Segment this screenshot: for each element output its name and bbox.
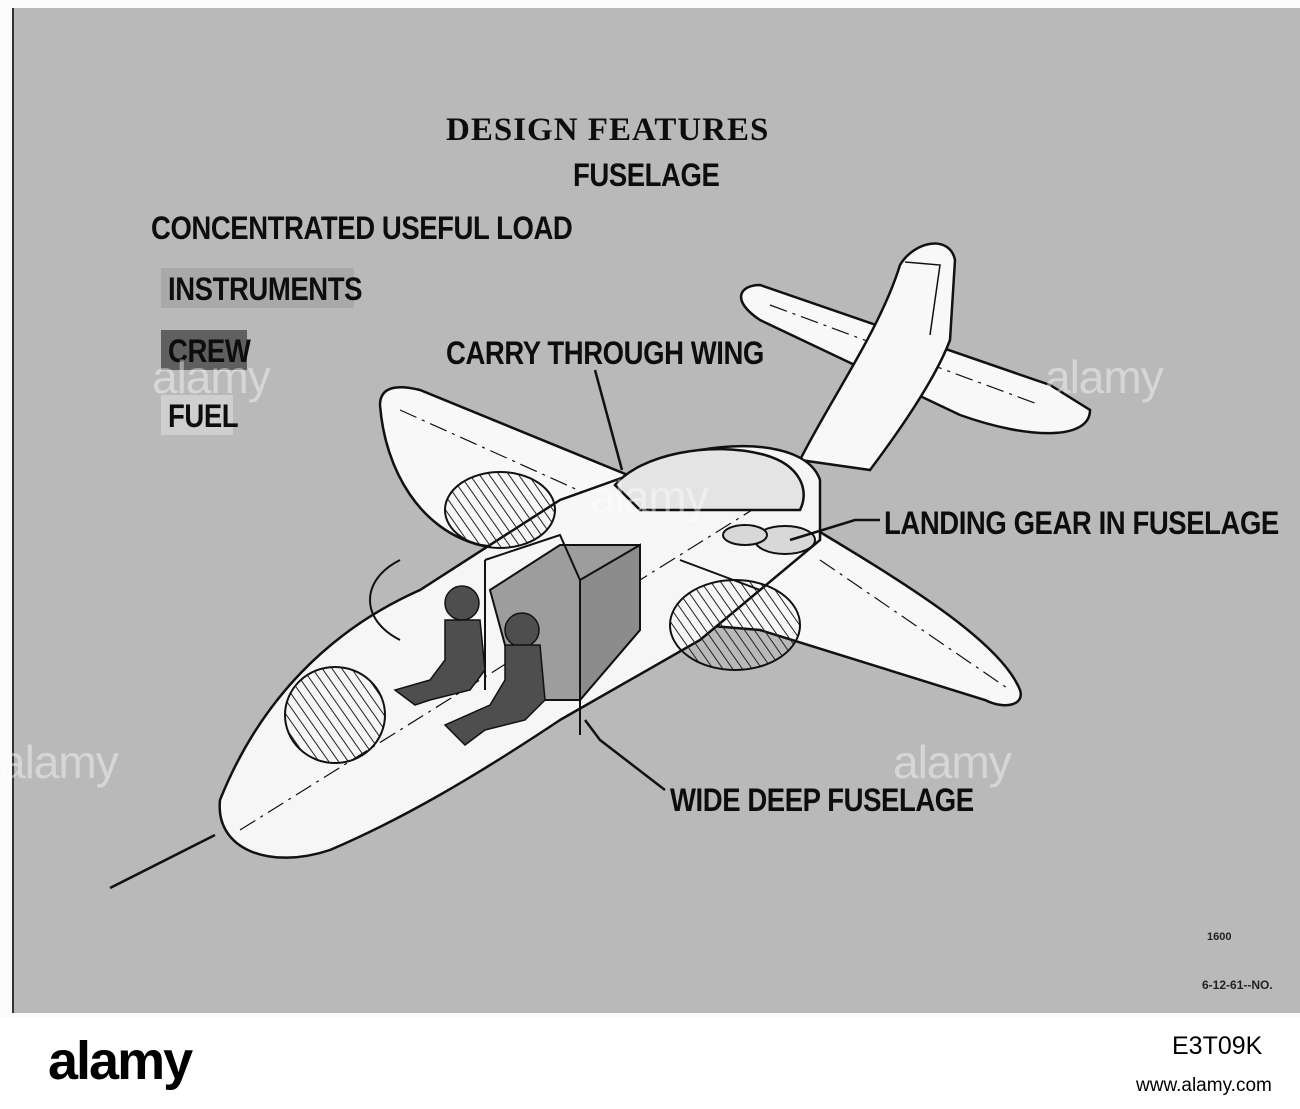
diagram-title: DESIGN FEATURES [446, 112, 770, 148]
image-id: E3T09K [1172, 1032, 1263, 1060]
watermark: alamy [152, 351, 271, 403]
crew-figure [393, 585, 546, 746]
legend-label-crew: CREW [168, 333, 251, 369]
watermark: alamy [893, 736, 1012, 788]
legend-label-instruments: INSTRUMENTS [168, 271, 363, 307]
sheet-number: 1600 [1207, 931, 1232, 943]
legend-swatch-crew [161, 330, 247, 370]
diagram-subtitle: FUSELAGE [573, 157, 720, 193]
footer-bar [0, 1018, 1300, 1109]
aircraft-cutaway-illustration [109, 242, 1092, 890]
footer-url: www.alamy.com [1136, 1075, 1272, 1096]
watermark: alamy [1045, 351, 1164, 403]
callout-carry-through-wing: CARRY THROUGH WING [446, 335, 764, 371]
callout-wide-deep-fuselage: WIDE DEEP FUSELAGE [670, 782, 974, 818]
legend-swatch-fuel [161, 395, 233, 435]
date-stamp: 6-12-61--NO. [1202, 978, 1273, 992]
alamy-logo: alamy [48, 1031, 193, 1091]
legend-label-fuel: FUEL [168, 398, 239, 434]
legend-swatch-instruments [161, 268, 354, 308]
watermark: alamy [0, 736, 119, 788]
callout-landing-gear: LANDING GEAR IN FUSELAGE [884, 505, 1279, 541]
legend-heading: CONCENTRATED USEFUL LOAD [151, 210, 573, 246]
watermark: alamy [590, 471, 709, 523]
